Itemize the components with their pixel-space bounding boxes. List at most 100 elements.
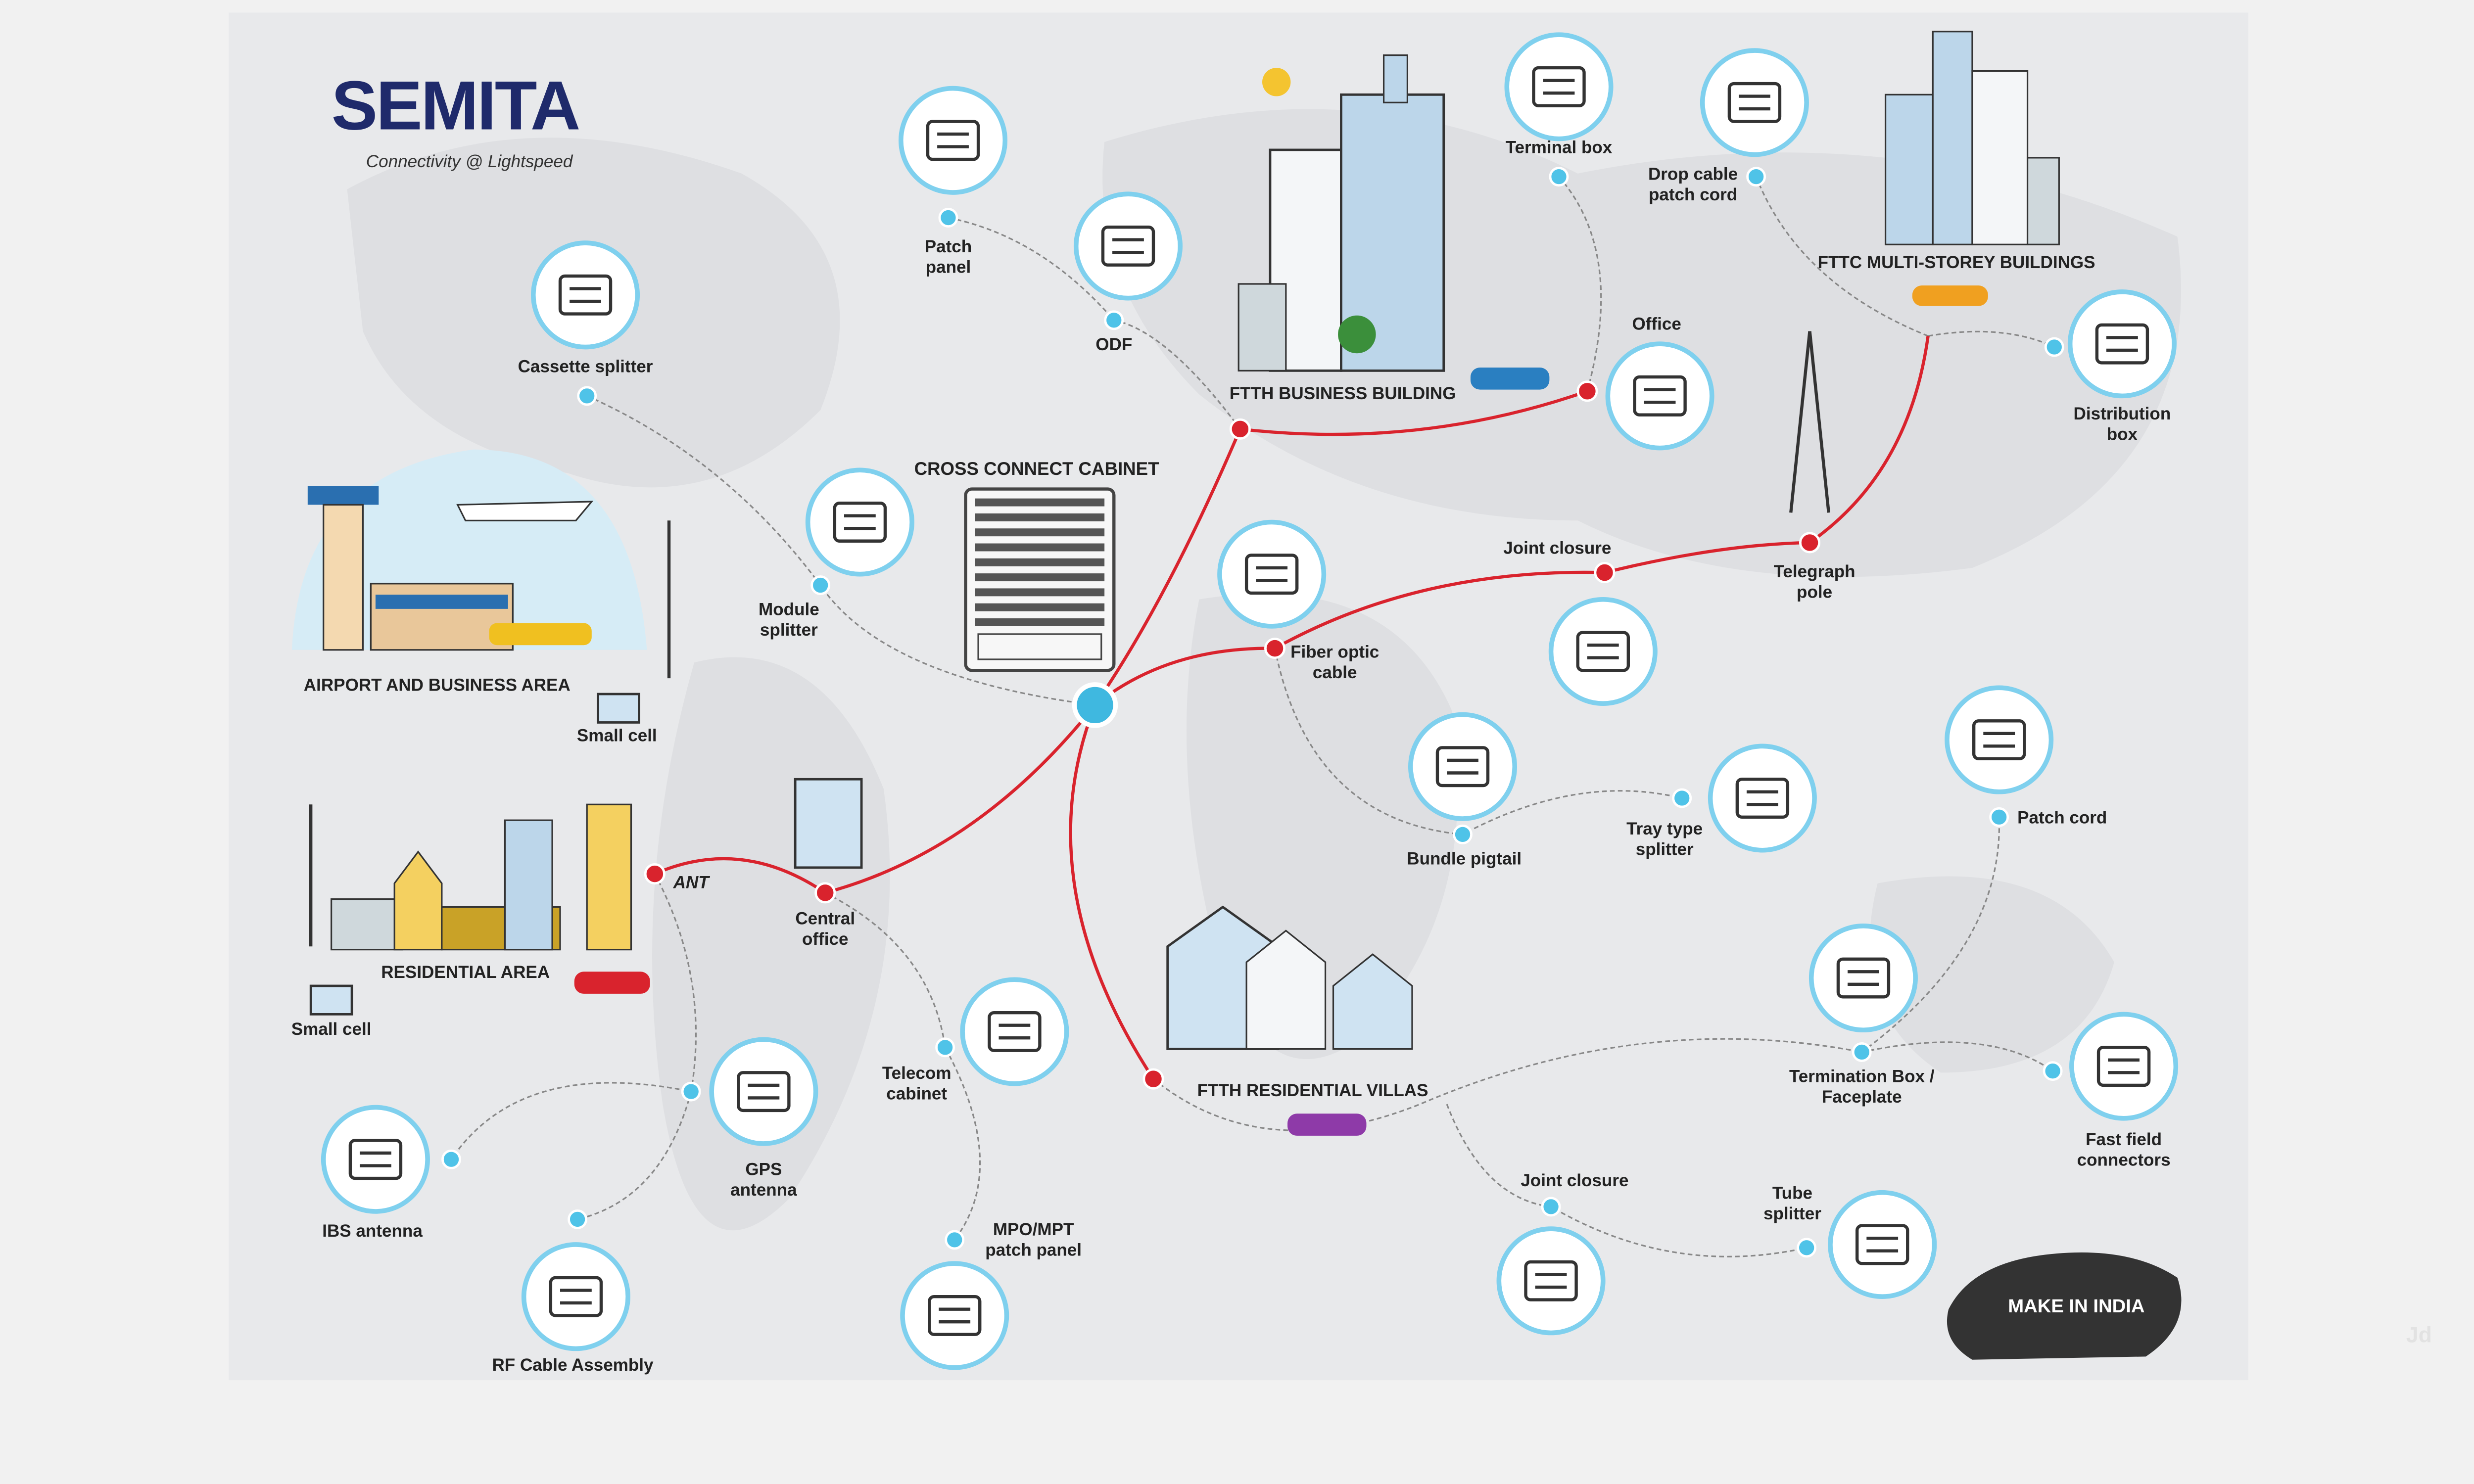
label-line: Terminal box xyxy=(1506,138,1613,157)
connector-node[interactable] xyxy=(810,575,831,595)
label-line: patch cord xyxy=(1649,185,1737,204)
sun-icon xyxy=(1262,68,1291,96)
label-line: Module xyxy=(759,600,819,619)
connector-node[interactable] xyxy=(1104,310,1124,330)
central-hub-node[interactable] xyxy=(1072,682,1118,728)
label-line: splitter xyxy=(1763,1204,1821,1223)
watermark: Jd xyxy=(2406,1323,2432,1347)
label-line: Joint closure xyxy=(1521,1171,1628,1190)
component-label: IBS antenna xyxy=(322,1221,423,1241)
connector-node[interactable] xyxy=(945,1230,965,1250)
drop-cable-icon xyxy=(1727,82,1782,123)
connector-node[interactable] xyxy=(935,1037,955,1058)
component-joint1[interactable]: Joint closure xyxy=(1503,538,1658,706)
component-label: Cassette splitter xyxy=(518,357,653,376)
label-line: Bundle pigtail xyxy=(1407,849,1522,868)
fiber-junction-node[interactable] xyxy=(644,863,666,885)
connector-node[interactable] xyxy=(568,1209,588,1229)
connector-node[interactable] xyxy=(441,1149,461,1169)
label-line: Cassette splitter xyxy=(518,357,653,376)
connector-node[interactable] xyxy=(1746,167,1766,187)
connector-node[interactable] xyxy=(938,208,958,228)
component-label: RF Cable Assembly xyxy=(492,1355,654,1375)
component-joint2[interactable]: Joint closure xyxy=(1496,1171,1629,1336)
connector-node[interactable] xyxy=(681,1081,701,1102)
icon-badge xyxy=(1945,685,2054,794)
fiber-network-diagram: SEMITA Connectivity @ Lightspeed CROSS C… xyxy=(291,31,2432,1375)
label-line: Distribution xyxy=(2074,404,2171,423)
component-office[interactable]: Office xyxy=(1605,314,1714,451)
icon-badge xyxy=(1708,743,1817,853)
tray-splitter-icon xyxy=(1735,778,1790,819)
icon-badge xyxy=(1496,1226,1606,1336)
connector-node[interactable] xyxy=(1989,807,2009,827)
airplane-icon xyxy=(456,501,594,521)
fiber-junction-node[interactable] xyxy=(1142,1068,1164,1090)
cabinet-row xyxy=(975,528,1105,537)
cross-connect-cabinet[interactable]: CROSS CONNECT CABINET xyxy=(914,459,1159,672)
component-cassette[interactable]: Cassette splitter xyxy=(518,240,653,406)
link-line xyxy=(577,1091,692,1220)
module-splitter-icon xyxy=(833,502,887,543)
component-label: ODF xyxy=(1095,335,1132,354)
fiber-junction-node[interactable] xyxy=(814,882,836,904)
cabinet-row xyxy=(975,498,1105,507)
termination-box-icon xyxy=(1836,957,1891,999)
component-pigtail[interactable]: Bundle pigtail xyxy=(1407,712,1522,869)
label-line: Fiber optic xyxy=(1290,643,1379,662)
connector-node[interactable] xyxy=(1672,788,1692,808)
icon-badge xyxy=(899,86,1008,195)
component-smallcell2[interactable]: Small cell xyxy=(291,984,372,1039)
connector-node[interactable] xyxy=(1852,1042,1872,1062)
label-line: ODF xyxy=(1095,335,1132,354)
component-rf[interactable]: RF Cable Assembly xyxy=(492,1209,654,1375)
label-line: patch panel xyxy=(985,1240,1082,1259)
fiber-junction-node[interactable] xyxy=(1229,418,1251,440)
connector-node[interactable] xyxy=(1453,824,1473,844)
fiber-junction-node[interactable] xyxy=(1576,380,1598,402)
component-patchcord[interactable]: Patch cord xyxy=(1945,685,2107,828)
link-line xyxy=(1755,176,1929,337)
label-line: antenna xyxy=(730,1180,797,1200)
label-line: pole xyxy=(1797,583,1832,602)
connector-node[interactable] xyxy=(577,386,597,406)
icon-badge xyxy=(2069,1012,2179,1121)
connector-node[interactable] xyxy=(1541,1197,1561,1217)
fiber-junction-node[interactable] xyxy=(1594,562,1616,584)
component-smallcell1[interactable]: Small cell xyxy=(577,693,657,745)
connector-node[interactable] xyxy=(1549,167,1569,187)
component-odf[interactable]: ODF xyxy=(1073,191,1183,354)
label-line: Fast field xyxy=(2086,1130,2162,1149)
component-ibs[interactable]: IBS antenna xyxy=(321,1105,461,1241)
component-terminal[interactable]: Terminal box xyxy=(1504,32,1614,187)
component-termination[interactable]: Termination Box /Faceplate xyxy=(1789,924,1935,1107)
cabinet-row xyxy=(975,558,1105,566)
connector-node[interactable] xyxy=(2043,1061,2063,1081)
fiber-junction-node[interactable] xyxy=(1799,532,1821,554)
fiber-junction-node[interactable] xyxy=(1264,638,1286,659)
joint-closure-icon xyxy=(1576,631,1630,672)
connector-node[interactable] xyxy=(1797,1238,1817,1258)
logo-text: SEMITA xyxy=(332,66,579,144)
connector-node[interactable] xyxy=(2044,337,2064,357)
car-icon xyxy=(1287,1113,1367,1136)
label-line: splitter xyxy=(760,620,818,640)
link-line xyxy=(1928,330,2055,348)
